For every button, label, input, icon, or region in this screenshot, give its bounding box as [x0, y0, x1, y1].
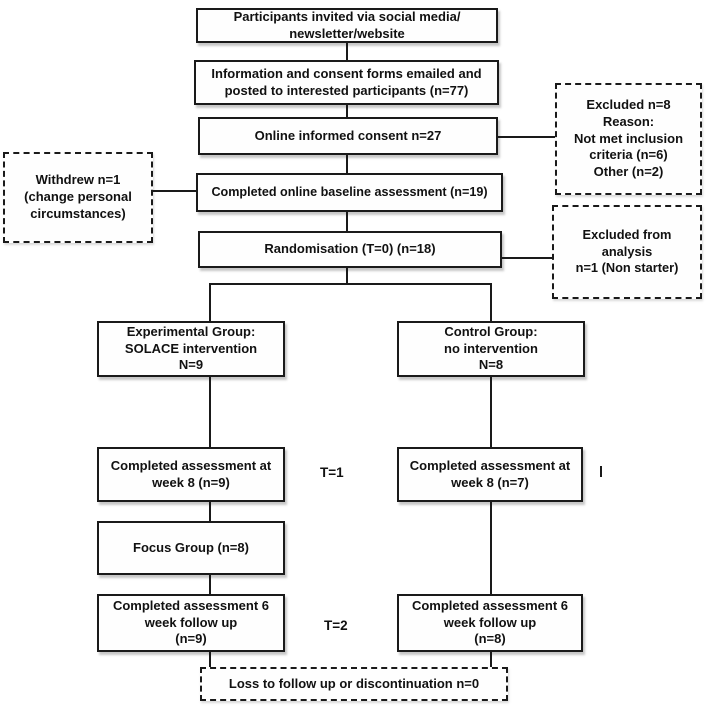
node-exp-week8-assessment-text: Completed assessment at week 8 (n=9)	[110, 457, 272, 490]
connector-experimental-to-week8	[209, 377, 211, 447]
node-information-consent-forms-text: Information and consent forms emailed an…	[211, 65, 482, 98]
connector-consent-to-baseline	[346, 155, 348, 173]
connector-randomisation-to-excluded-analysis	[502, 257, 552, 259]
node-ctrl-week8-assessment: Completed assessment at week 8 (n=7)	[397, 447, 583, 502]
node-control-group: Control Group: no intervention N=8	[397, 321, 585, 377]
connector-control-to-week8	[490, 377, 492, 447]
node-randomisation: Randomisation (T=0) (n=18)	[198, 231, 502, 268]
node-online-informed-consent: Online informed consent n=27	[198, 117, 498, 155]
node-baseline-assessment: Completed online baseline assessment (n=…	[196, 173, 503, 212]
node-ctrl-followup: Completed assessment 6 week follow up (n…	[397, 594, 583, 652]
node-information-consent-forms: Information and consent forms emailed an…	[194, 60, 499, 105]
node-withdrew-text: Withdrew n=1 (change personal circumstan…	[24, 172, 132, 221]
node-experimental-group-text: Experimental Group: SOLACE intervention …	[124, 323, 258, 373]
node-exp-followup-text: Completed assessment 6 week follow up (n…	[112, 597, 270, 647]
connector-ctrl-followup-to-loss	[490, 652, 492, 667]
connector-ctrl-week8-to-followup	[490, 502, 492, 594]
connector-split-horizontal	[209, 283, 492, 285]
node-excluded: Excluded n=8 Reason: Not met inclusion c…	[555, 83, 702, 195]
node-loss-to-followup: Loss to follow up or discontinuation n=0	[200, 667, 508, 701]
timepoint-label-t2: T=2	[324, 618, 348, 633]
connector-split-to-control	[490, 283, 492, 321]
node-participants-invited: Participants invited via social media/ n…	[196, 8, 498, 43]
scan-artifact-tick	[600, 466, 602, 477]
node-ctrl-followup-text: Completed assessment 6 week follow up (n…	[411, 597, 569, 647]
connector-randomisation-stub	[346, 268, 348, 284]
node-experimental-group: Experimental Group: SOLACE intervention …	[97, 321, 285, 377]
node-focus-group: Focus Group (n=8)	[97, 521, 285, 575]
connector-info-to-consent	[346, 105, 348, 117]
node-excluded-from-analysis-text: Excluded from analysis n=1 (Non starter)	[575, 227, 679, 276]
node-participants-invited-text: Participants invited via social media/ n…	[233, 8, 461, 41]
timepoint-label-t1: T=1	[320, 465, 344, 480]
connector-exp-followup-to-loss	[209, 652, 211, 667]
node-exp-week8-assessment: Completed assessment at week 8 (n=9)	[97, 447, 285, 502]
node-excluded-text: Excluded n=8 Reason: Not met inclusion c…	[573, 96, 684, 180]
node-excluded-from-analysis: Excluded from analysis n=1 (Non starter)	[552, 205, 702, 299]
node-focus-group-text: Focus Group (n=8)	[133, 539, 249, 555]
node-online-informed-consent-text: Online informed consent n=27	[254, 127, 442, 143]
connector-week8-to-focus	[209, 502, 211, 521]
node-loss-to-followup-text: Loss to follow up or discontinuation n=0	[228, 675, 480, 691]
connector-baseline-to-randomisation	[346, 212, 348, 231]
connector-split-to-experimental	[209, 283, 211, 321]
node-exp-followup: Completed assessment 6 week follow up (n…	[97, 594, 285, 652]
connector-invited-to-info	[346, 43, 348, 60]
node-ctrl-week8-assessment-text: Completed assessment at week 8 (n=7)	[409, 457, 571, 490]
connector-focus-to-followup	[209, 575, 211, 594]
node-withdrew: Withdrew n=1 (change personal circumstan…	[3, 152, 153, 243]
node-baseline-assessment-text: Completed online baseline assessment (n=…	[211, 185, 488, 200]
connector-consent-to-excluded	[498, 136, 555, 138]
node-control-group-text: Control Group: no intervention N=8	[444, 323, 538, 373]
node-randomisation-text: Randomisation (T=0) (n=18)	[264, 241, 436, 257]
connector-withdrew-to-baseline	[153, 190, 196, 192]
